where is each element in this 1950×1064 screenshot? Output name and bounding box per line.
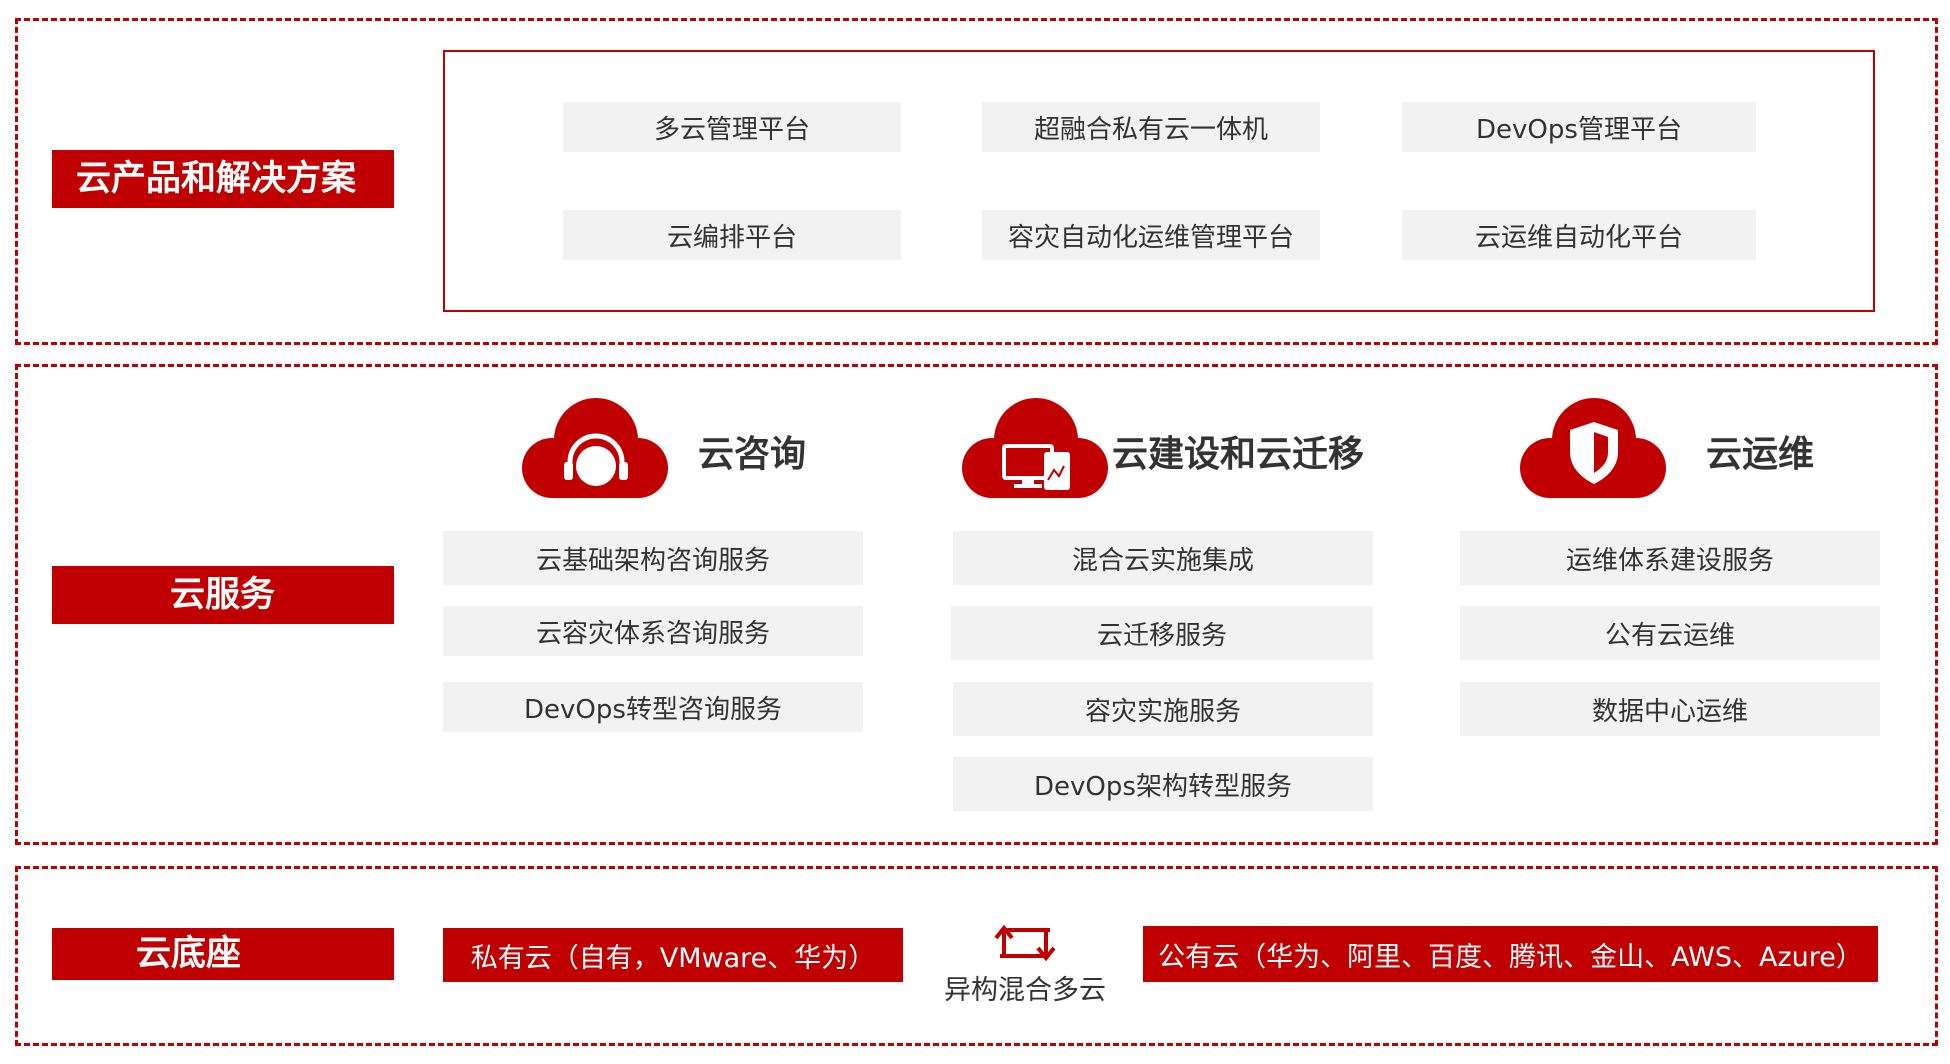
ops-item-datacenter: 数据中心运维 <box>1460 682 1880 736</box>
product-orchestration: 云编排平台 <box>563 210 901 260</box>
headset-cloud-icon <box>522 398 668 498</box>
ops-item-public-cloud: 公有云运维 <box>1460 606 1880 660</box>
foundation-label: 云底座 <box>52 928 394 980</box>
consulting-item-dr: 云容灾体系咨询服务 <box>443 606 863 656</box>
devices-cloud-icon <box>962 398 1108 498</box>
service-title-operations: 云运维 <box>1706 434 1815 475</box>
foundation-section <box>15 866 1938 1046</box>
shield-cloud-icon <box>1520 398 1666 498</box>
private-cloud-box: 私有云（自有，VMware、华为） <box>443 928 903 982</box>
products-frame <box>443 50 1875 312</box>
products-label: 云产品和解决方案 <box>52 150 394 208</box>
build-item-dr-implementation: 容灾实施服务 <box>953 682 1373 736</box>
product-devops-platform: DevOps管理平台 <box>1402 102 1756 152</box>
product-dr-automation: 容灾自动化运维管理平台 <box>982 210 1320 260</box>
product-multicloud-mgmt: 多云管理平台 <box>563 102 901 152</box>
product-ops-automation: 云运维自动化平台 <box>1402 210 1756 260</box>
products-section <box>15 18 1938 345</box>
services-label: 云服务 <box>52 566 394 624</box>
hybrid-multicloud-label: 异构混合多云 <box>944 975 1106 1006</box>
consulting-item-infra: 云基础架构咨询服务 <box>443 531 863 585</box>
build-item-hybrid-integration: 混合云实施集成 <box>953 531 1373 585</box>
service-title-consulting: 云咨询 <box>698 434 807 475</box>
consulting-item-devops: DevOps转型咨询服务 <box>443 682 863 732</box>
build-item-migration: 云迁移服务 <box>951 606 1373 660</box>
build-item-devops-architecture: DevOps架构转型服务 <box>953 757 1373 811</box>
ops-item-system-building: 运维体系建设服务 <box>1460 531 1880 585</box>
public-cloud-box: 公有云（华为、阿里、百度、腾讯、金山、AWS、Azure） <box>1143 926 1878 982</box>
product-hci-appliance: 超融合私有云一体机 <box>982 102 1320 152</box>
service-title-build-migrate: 云建设和云迁移 <box>1112 434 1365 475</box>
exchange-arrows-icon <box>994 924 1056 962</box>
services-section <box>15 364 1938 845</box>
